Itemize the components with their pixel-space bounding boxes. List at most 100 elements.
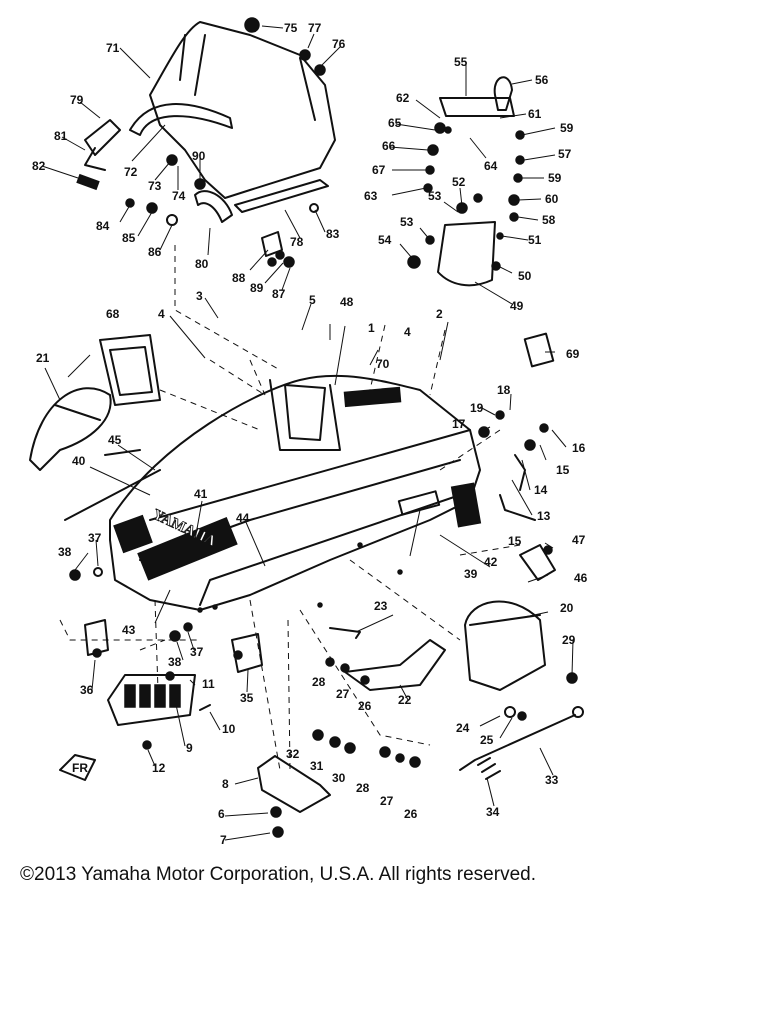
callout-76: 76 — [332, 37, 346, 51]
callout-57: 57 — [558, 147, 572, 161]
callout-28: 28 — [312, 675, 326, 689]
right-parts — [459, 410, 584, 780]
callout-10: 10 — [222, 722, 236, 736]
callout-69: 69 — [566, 347, 580, 361]
callout-27: 27 — [336, 687, 350, 701]
callout-30: 30 — [332, 771, 346, 785]
callout-23: 23 — [374, 599, 388, 613]
shift-plate — [439, 97, 515, 117]
left-parts: FR — [29, 334, 263, 781]
callout-27b: 27 — [380, 794, 394, 808]
hood-latch-center — [231, 633, 263, 673]
callout-28b: 28 — [356, 781, 370, 795]
callout-78: 78 — [290, 235, 304, 249]
callout-65: 65 — [388, 116, 402, 130]
mount-plate — [261, 231, 283, 257]
callout-12: 12 — [152, 761, 166, 775]
windshield-assembly — [76, 17, 336, 268]
callout-8: 8 — [222, 777, 229, 791]
callout-64: 64 — [484, 159, 498, 173]
lower-parts — [257, 627, 446, 838]
headlight-bezel — [99, 334, 161, 406]
callout-77: 77 — [308, 21, 322, 35]
front-grille — [137, 517, 238, 581]
callout-42: 42 — [484, 555, 498, 569]
fr-arrow: FR — [59, 754, 96, 781]
callout-45: 45 — [108, 433, 122, 447]
callout-22: 22 — [398, 693, 412, 707]
hood-latch-left — [84, 619, 109, 658]
callout-85: 85 — [122, 231, 136, 245]
callout-75: 75 — [284, 21, 298, 35]
shift-knob — [493, 76, 513, 111]
fasteners-console — [407, 122, 525, 271]
callout-numbers: 1 2 3 4 4 5 6 7 8 9 10 11 12 13 14 15 15… — [32, 21, 588, 847]
callout-72: 72 — [124, 165, 138, 179]
callout-leaders — [41, 25, 574, 841]
cable-assembly — [459, 706, 584, 780]
callout-55: 55 — [454, 55, 468, 69]
callout-16: 16 — [572, 441, 586, 455]
console-housing — [437, 221, 496, 287]
callout-11: 11 — [202, 677, 215, 691]
callout-26b: 26 — [404, 807, 418, 821]
callout-52: 52 — [452, 175, 466, 189]
callout-84: 84 — [96, 219, 110, 233]
callout-17: 17 — [452, 417, 466, 431]
callout-35: 35 — [240, 691, 254, 705]
callout-74: 74 — [172, 189, 186, 203]
callout-4b: 4 — [404, 325, 411, 339]
windshield-bracket — [194, 190, 233, 223]
callout-32: 32 — [286, 747, 300, 761]
lower-tray — [257, 755, 331, 813]
callout-20: 20 — [560, 601, 574, 615]
callout-7: 7 — [220, 833, 227, 847]
windshield-strip — [234, 179, 329, 213]
hood-body — [109, 374, 481, 611]
callout-2: 2 — [436, 307, 443, 321]
side-cover — [29, 387, 112, 471]
callout-88: 88 — [232, 271, 246, 285]
callout-15b: 15 — [508, 534, 522, 548]
callout-53: 53 — [428, 189, 442, 203]
callout-38: 38 — [58, 545, 72, 559]
side-louver-left — [113, 514, 153, 554]
callout-21: 21 — [36, 351, 50, 365]
callout-47: 47 — [572, 533, 586, 547]
callout-25: 25 — [480, 733, 494, 747]
callout-36: 36 — [80, 683, 94, 697]
callout-61: 61 — [528, 107, 542, 121]
callout-59b: 59 — [548, 171, 562, 185]
grille-screw — [199, 704, 211, 711]
spring-rod — [499, 494, 536, 521]
callout-4: 4 — [158, 307, 165, 321]
small-clip — [76, 173, 100, 191]
callout-56: 56 — [535, 73, 549, 87]
side-louver-right — [450, 482, 482, 528]
windshield-trim — [129, 103, 233, 136]
callout-37b: 37 — [190, 645, 204, 659]
assembly-lines — [59, 245, 521, 771]
callout-68: 68 — [106, 307, 120, 321]
callout-60: 60 — [545, 192, 559, 206]
callout-48: 48 — [340, 295, 354, 309]
rim-rivets — [197, 542, 403, 613]
callout-51: 51 — [528, 233, 542, 247]
callout-90: 90 — [192, 149, 206, 163]
top-louver — [343, 386, 402, 408]
callout-6: 6 — [218, 807, 225, 821]
callout-37: 37 — [88, 531, 102, 545]
callout-3: 3 — [196, 289, 203, 303]
grille-nut — [142, 740, 152, 750]
svg-text:FR: FR — [72, 761, 88, 775]
fasteners-right — [478, 410, 578, 721]
callout-81: 81 — [54, 129, 68, 143]
decal-plate — [523, 332, 555, 368]
windshield — [149, 21, 336, 199]
callout-9: 9 — [186, 741, 193, 755]
callout-86: 86 — [148, 245, 162, 259]
callout-70: 70 — [376, 357, 390, 371]
callout-26: 26 — [358, 699, 372, 713]
callout-13: 13 — [537, 509, 551, 523]
callout-49: 49 — [510, 299, 524, 313]
